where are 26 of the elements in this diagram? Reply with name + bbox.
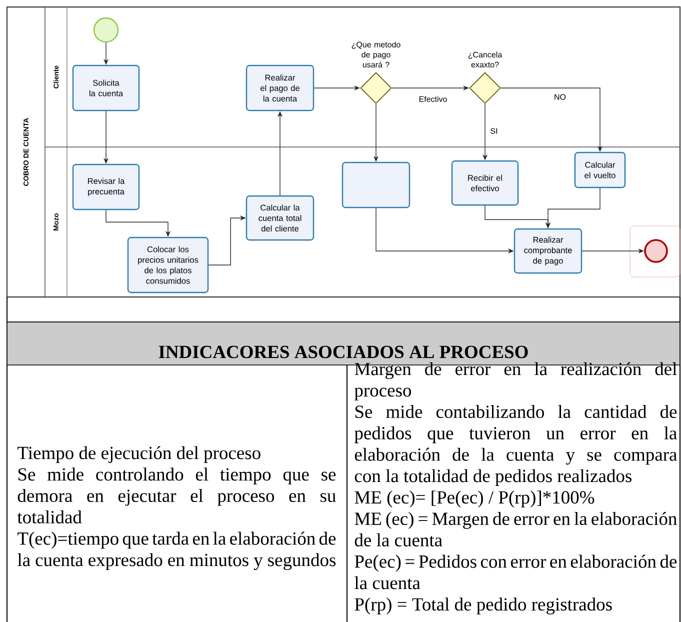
question-label: ¿Cancela exaxto? bbox=[468, 52, 502, 68]
cell-text: Tiempo de ejecución del proceso bbox=[18, 446, 260, 463]
decision-diamond bbox=[469, 72, 501, 104]
edge-label: Efectivo bbox=[418, 95, 448, 103]
task-box: Recibir el efectivo bbox=[451, 160, 519, 206]
cell-text: ME (ec) = Margen de error en la elaboración de la cuenta bbox=[354, 512, 677, 546]
cell-text: ME (ec)= [Pe(ec) / P(rp)]*100% bbox=[354, 490, 594, 508]
end-event-circle bbox=[644, 239, 668, 263]
task-box: Colocar los precios unitarios de los platos consumidos bbox=[127, 236, 209, 294]
edge-label: NO bbox=[553, 93, 567, 101]
task-box: Realizar comprobante de pago bbox=[514, 228, 582, 274]
cell-text: Pe(ec) = Pedidos con error en elaboración de la cuenta bbox=[354, 554, 677, 590]
question-label: ¿Que metodo de pago usará ? bbox=[352, 42, 400, 68]
task-box bbox=[342, 162, 410, 208]
cell-text: Se mide controlando el tiempo que se demora en ejecutar el proceso en su totalidad bbox=[17, 468, 336, 524]
start-event-circle bbox=[93, 17, 119, 43]
edge-label: SI bbox=[489, 127, 499, 135]
task-box: Solicita la cuenta bbox=[72, 64, 140, 112]
task-box: Calcular la cuenta total del cliente bbox=[246, 195, 314, 241]
task-box: Calcular el vuelto bbox=[574, 152, 626, 188]
decision-diamond bbox=[360, 72, 392, 104]
task-box: Realizar el pago de la cuenta bbox=[246, 64, 314, 112]
cell-text: P(rp) = Total de pedido registrados bbox=[354, 598, 612, 614]
cell-text: T(ec)=tiempo que tarda en la elaboración de la cuenta expresado en minutos y segundos bbox=[18, 532, 336, 570]
task-box: Revisar la precuenta bbox=[72, 164, 140, 210]
cell-text: Se mide contabilizando la cantidad de pedidos que tuvieron un error en la elaboración de la cuenta y se compara con la totalidad de pedidos realizados bbox=[354, 405, 677, 486]
